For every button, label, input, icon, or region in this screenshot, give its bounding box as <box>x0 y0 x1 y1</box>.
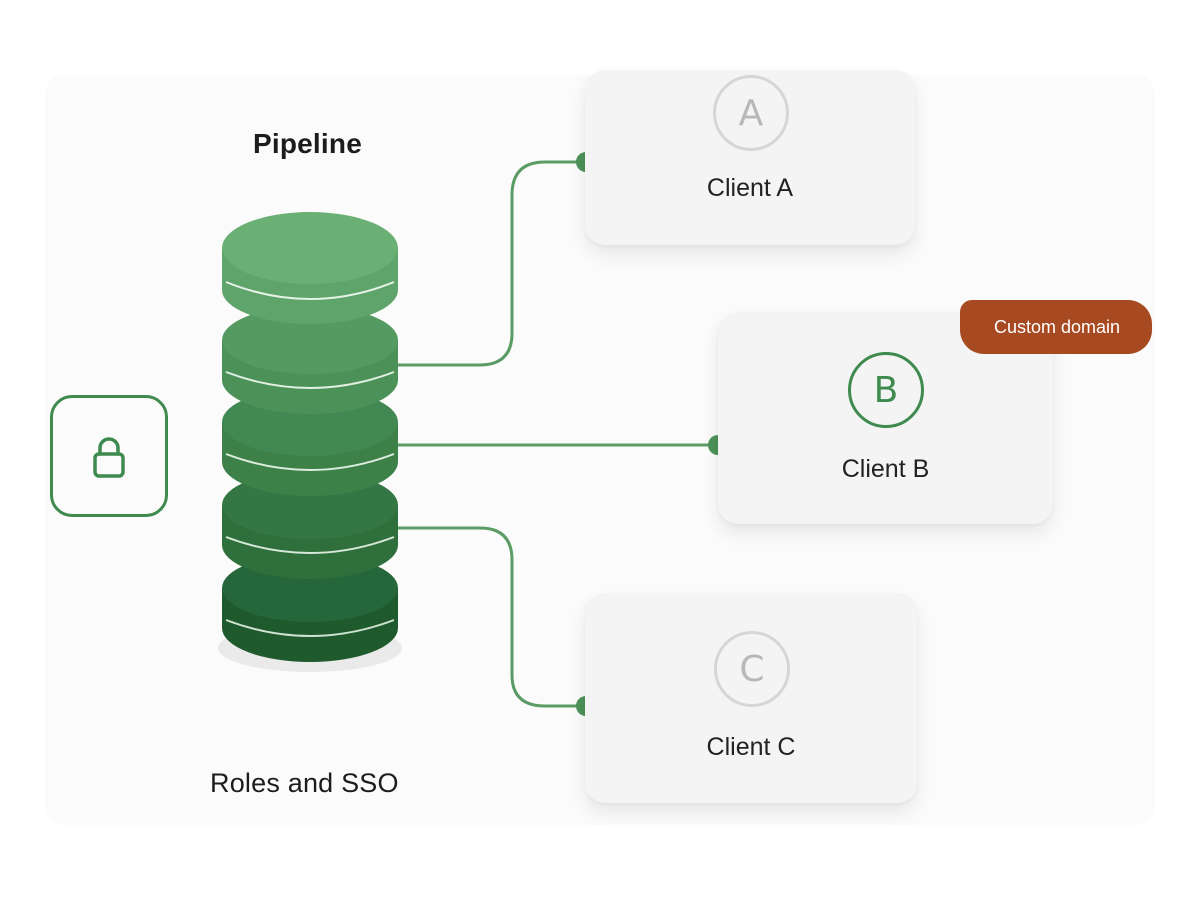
client-avatar-c: C <box>714 631 790 707</box>
connector-client-c <box>398 526 586 708</box>
client-label-a: Client A <box>706 174 794 202</box>
client-label-b: Client B <box>841 455 930 483</box>
client-card-c[interactable]: C Client C <box>585 593 917 803</box>
client-avatar-a: A <box>713 75 789 151</box>
connector-client-a <box>398 160 586 367</box>
pipeline-title: Pipeline <box>253 128 362 159</box>
lock-box <box>50 395 168 517</box>
client-avatar-b: B <box>848 352 924 428</box>
client-label-c: Client C <box>706 733 796 761</box>
custom-domain-tag: Custom domain <box>960 300 1152 354</box>
roles-sso-label: Roles and SSO <box>210 768 399 798</box>
lock-icon <box>93 437 125 478</box>
client-card-a[interactable]: A Client A <box>585 70 915 245</box>
database-stack-icon <box>218 212 402 672</box>
